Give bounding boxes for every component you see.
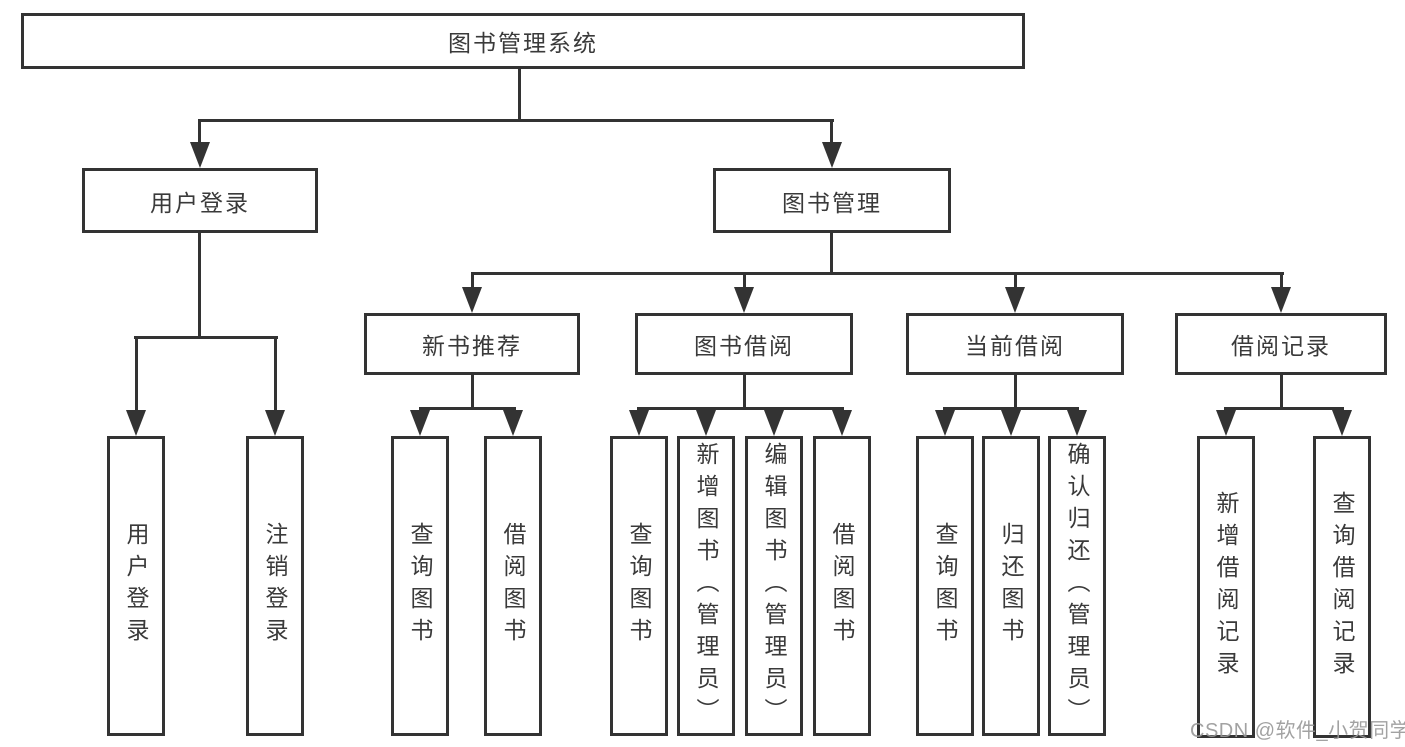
arrow-down — [126, 410, 146, 436]
arrow-down — [503, 410, 523, 436]
arrow-down — [265, 410, 285, 436]
connector-line — [198, 119, 201, 147]
arrow-down — [1001, 410, 1021, 436]
arrow-down — [935, 410, 955, 436]
leaf-borrow-books-recommend: 借阅图书 — [484, 436, 542, 736]
node-library-management-system: 图书管理系统 — [21, 13, 1025, 69]
connector-line — [134, 336, 278, 339]
leaf-user-login: 用户登录 — [107, 436, 165, 736]
leaf-query-books-borrowing: 查询图书 — [610, 436, 668, 736]
leaf-borrow-books-borrowing: 借阅图书 — [813, 436, 871, 736]
arrow-down — [629, 410, 649, 436]
node-new-book-recommendation: 新书推荐 — [364, 313, 580, 375]
node-borrowing-records: 借阅记录 — [1175, 313, 1387, 375]
connector-line — [1014, 375, 1017, 410]
connector-line — [274, 336, 277, 412]
leaf-add-books-admin: 新增图书（管理员） — [677, 436, 735, 736]
arrow-down — [410, 410, 430, 436]
arrow-down — [822, 142, 842, 168]
connector-line — [637, 407, 844, 410]
arrow-down — [1005, 287, 1025, 313]
arrow-down — [1332, 410, 1352, 436]
arrow-down — [190, 142, 210, 168]
leaf-query-borrow-record: 查询借阅记录 — [1313, 436, 1371, 738]
leaf-query-books-current: 查询图书 — [916, 436, 974, 736]
connector-line — [1224, 407, 1344, 410]
arrow-down — [764, 410, 784, 436]
arrow-down — [734, 287, 754, 313]
leaf-edit-books-admin: 编辑图书（管理员） — [745, 436, 803, 736]
leaf-logout-login: 注销登录 — [246, 436, 304, 736]
connector-line — [419, 407, 516, 410]
connector-line — [198, 119, 834, 122]
node-user-login: 用户登录 — [82, 168, 318, 233]
connector-line — [198, 233, 201, 339]
connector-line — [471, 375, 474, 410]
arrow-down — [462, 287, 482, 313]
connector-line — [135, 336, 138, 412]
connector-line — [471, 272, 1284, 275]
arrow-down — [1216, 410, 1236, 436]
leaf-add-borrow-record: 新增借阅记录 — [1197, 436, 1255, 738]
connector-line — [743, 272, 746, 290]
csdn-watermark: CSDN @软件_小贺同学 — [1190, 720, 1405, 742]
node-book-management: 图书管理 — [713, 168, 951, 233]
connector-line — [830, 119, 833, 147]
arrow-down — [1271, 287, 1291, 313]
connector-line — [1014, 272, 1017, 290]
connector-line — [1280, 375, 1283, 410]
connector-line — [1280, 272, 1283, 290]
node-book-borrowing: 图书借阅 — [635, 313, 853, 375]
leaf-query-books-recommend: 查询图书 — [391, 436, 449, 736]
arrow-down — [696, 410, 716, 436]
connector-line — [830, 233, 833, 275]
connector-line — [518, 69, 521, 119]
connector-line — [943, 407, 1079, 410]
arrow-down — [832, 410, 852, 436]
node-current-borrowing: 当前借阅 — [906, 313, 1124, 375]
leaf-confirm-return-admin: 确认归还（管理员） — [1048, 436, 1106, 736]
connector-line — [471, 272, 474, 290]
arrow-down — [1067, 410, 1087, 436]
leaf-return-books: 归还图书 — [982, 436, 1040, 736]
connector-line — [743, 375, 746, 410]
